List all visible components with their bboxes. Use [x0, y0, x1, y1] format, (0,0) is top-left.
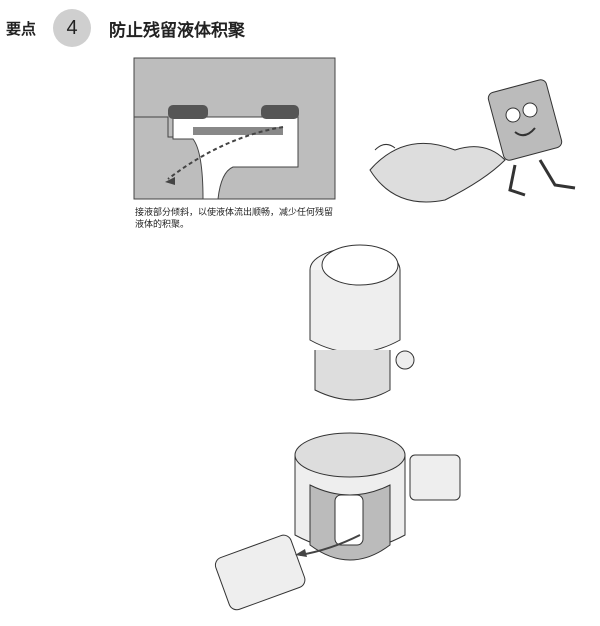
- diagram-caption: 接液部分倾斜，以使液体流出顺畅，减少任何残留液体的积聚。: [135, 208, 334, 230]
- valve-cap-illustration: [309, 244, 415, 401]
- cross-section-diagram: [133, 57, 336, 200]
- point-label: 要点: [6, 20, 37, 38]
- valve-body-illustration: [214, 432, 461, 611]
- section-title: 防止残留液体积聚: [109, 21, 245, 41]
- point-number-badge: 4: [53, 9, 91, 47]
- mascot-illustration: [369, 79, 576, 203]
